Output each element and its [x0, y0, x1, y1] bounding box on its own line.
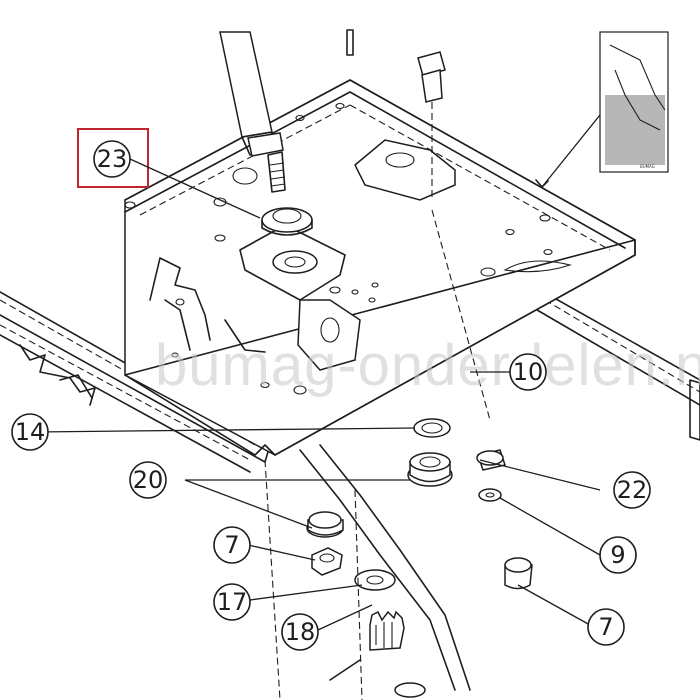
leader-lines — [34, 158, 601, 631]
steering-shaft — [219, 31, 286, 193]
callout-17: 17 — [213, 583, 251, 621]
callout-22: 22 — [613, 471, 651, 509]
svg-text:9: 9 — [610, 541, 625, 569]
callout-20: 20 — [129, 461, 167, 499]
svg-text:20: 20 — [133, 466, 164, 494]
svg-text:18: 18 — [285, 618, 316, 646]
mounting-plate — [124, 79, 636, 456]
callout-7-right: 7 — [587, 608, 625, 646]
thumbnail-caption: BUMAG — [640, 164, 655, 169]
svg-text:10: 10 — [513, 358, 544, 386]
svg-text:23: 23 — [97, 145, 128, 173]
watermark-text: bumag-onderdelen.nl — [155, 333, 700, 398]
part-23-bushing — [261, 207, 313, 236]
overview-thumbnail: BUMAG — [535, 31, 669, 188]
svg-text:7: 7 — [224, 531, 239, 559]
right-frame-rail — [519, 289, 700, 441]
svg-text:17: 17 — [217, 588, 248, 616]
mounting-bolt — [346, 29, 491, 421]
callout-10: 10 — [509, 353, 547, 391]
highlight-box — [77, 128, 149, 188]
svg-text:7: 7 — [598, 613, 613, 641]
lower-hardware — [306, 418, 533, 698]
svg-text:22: 22 — [617, 476, 648, 504]
tie-rod-linkage — [264, 444, 471, 700]
callout-18: 18 — [281, 613, 319, 651]
svg-text:14: 14 — [15, 418, 46, 446]
callout-7-left: 7 — [213, 526, 251, 564]
callout-14: 14 — [11, 413, 49, 451]
callout-23: 23 — [93, 140, 131, 178]
callout-9: 9 — [599, 536, 637, 574]
